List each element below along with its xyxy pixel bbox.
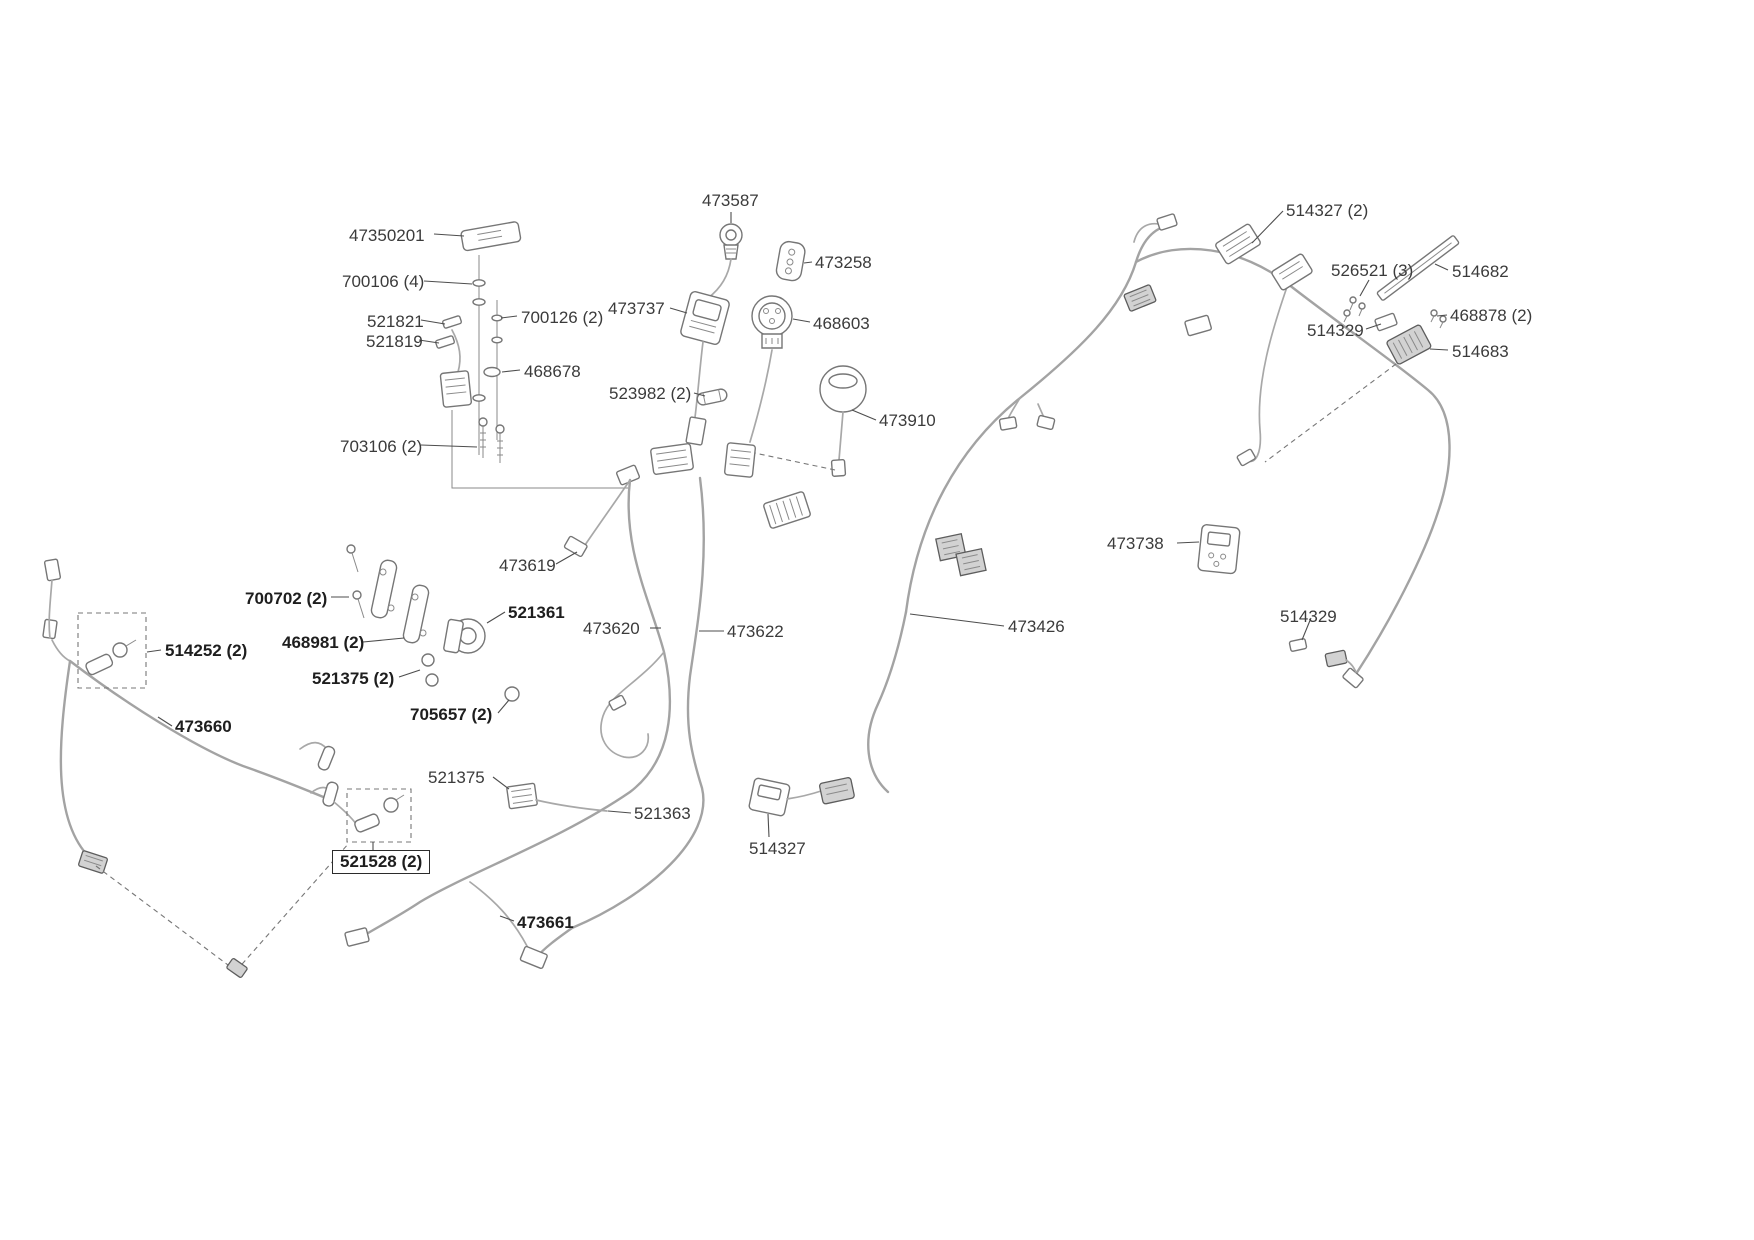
cover-plate-47350201 <box>460 221 522 252</box>
connector-514329 <box>1374 312 1398 332</box>
part-label-514329: 514329 <box>1307 321 1364 340</box>
screws-468878 <box>1430 309 1447 329</box>
part-label-473910: 473910 <box>879 411 936 430</box>
clip-521819 <box>435 335 455 349</box>
clip-521821 <box>442 315 462 329</box>
connector <box>1324 649 1348 668</box>
part-label-473661: 473661 <box>517 913 574 932</box>
part-label-523982: 523982 (2) <box>609 384 692 403</box>
connector-514329 <box>1288 638 1308 652</box>
part-label-468603: 468603 <box>813 314 870 333</box>
part-label-473738: 473738 <box>1107 534 1164 553</box>
part-label-473426: 473426 <box>1008 617 1065 636</box>
center-harness-wires <box>344 476 855 970</box>
part-label-700126: 700126 (2) <box>521 308 604 327</box>
part-label-468678: 468678 <box>524 362 581 381</box>
part-label-514252: 514252 (2) <box>165 641 248 660</box>
part-label-521821: 521821 <box>367 312 424 331</box>
part-label-521819: 521819 <box>366 332 423 351</box>
solenoid-assembly-521361 <box>346 544 520 702</box>
connector <box>78 850 108 874</box>
round-switch-468603 <box>751 295 793 349</box>
part-label-521375-qty2: 521375 (2) <box>312 669 395 688</box>
cap-473910 <box>819 365 867 477</box>
mount-hardware-group <box>435 221 628 489</box>
switch-473738 <box>1197 524 1241 575</box>
part-label-473620: 473620 <box>583 619 640 638</box>
switch-cluster <box>680 223 867 477</box>
rocker-switch-473737 <box>680 291 730 345</box>
part-label-521375: 521375 <box>428 768 485 787</box>
plate-468981 <box>370 559 398 619</box>
part-label-468981: 468981 (2) <box>282 633 365 652</box>
part-label-473660: 473660 <box>175 717 232 736</box>
part-label-473737: 473737 <box>608 299 665 318</box>
push-button-473587 <box>719 223 743 260</box>
part-label-514327-2: 514327 <box>749 839 806 858</box>
relay-block <box>439 370 472 408</box>
part-label-514682: 514682 <box>1452 262 1509 281</box>
nut-521375 <box>425 673 439 687</box>
part-label-473622: 473622 <box>727 622 784 641</box>
screws-526521 <box>1343 296 1366 323</box>
connector-473619 <box>563 535 588 558</box>
part-label-473258: 473258 <box>815 253 872 272</box>
part-label-473619: 473619 <box>499 556 556 575</box>
washer-468678 <box>483 366 501 378</box>
connector-514327 <box>1215 223 1261 265</box>
part-label-514683: 514683 <box>1452 342 1509 361</box>
part-label-521363: 521363 <box>634 804 691 823</box>
part-label-468878: 468878 (2) <box>1450 306 1533 325</box>
connector <box>226 958 248 978</box>
detail-boundary-dashes <box>95 842 350 972</box>
plate-468981 <box>402 584 430 644</box>
bulb-assembly-521528 <box>346 788 412 843</box>
part-label-700106: 700106 (4) <box>342 272 425 291</box>
part-label-514329-2: 514329 <box>1280 607 1337 626</box>
part-label-47350201: 47350201 <box>349 226 425 245</box>
key-fob-473258 <box>775 240 806 282</box>
fuse-523982 <box>696 388 728 406</box>
connector <box>1123 284 1157 312</box>
strip-514682 <box>1376 235 1460 301</box>
part-label-700702: 700702 (2) <box>245 589 328 608</box>
top-right-parts <box>1215 223 1460 463</box>
part-label-526521: 526521 (3) <box>1331 261 1414 280</box>
connector <box>955 547 987 577</box>
part-label-473587: 473587 <box>702 191 759 210</box>
part-label-514327-qty2: 514327 (2) <box>1286 201 1369 220</box>
bulb-assembly-514252 <box>77 612 147 689</box>
left-harness-wires <box>42 558 360 874</box>
bolts-703106 <box>478 417 505 463</box>
connector <box>818 777 855 805</box>
part-label-705657: 705657 (2) <box>410 705 493 724</box>
nut-521375 <box>421 653 435 667</box>
part-label-521528: 521528 (2) <box>332 850 431 874</box>
connector-514327 <box>1271 253 1313 291</box>
module-514683 <box>1386 324 1432 365</box>
connector-521375 <box>506 782 538 810</box>
leader-lines <box>146 210 1449 922</box>
center-connectors <box>616 416 811 529</box>
part-label-703106: 703106 (2) <box>340 437 423 456</box>
part-label-521361: 521361 <box>508 603 565 622</box>
nut-705657 <box>504 686 520 702</box>
right-harness-wires <box>867 213 1451 794</box>
switch-514327 <box>748 777 791 817</box>
